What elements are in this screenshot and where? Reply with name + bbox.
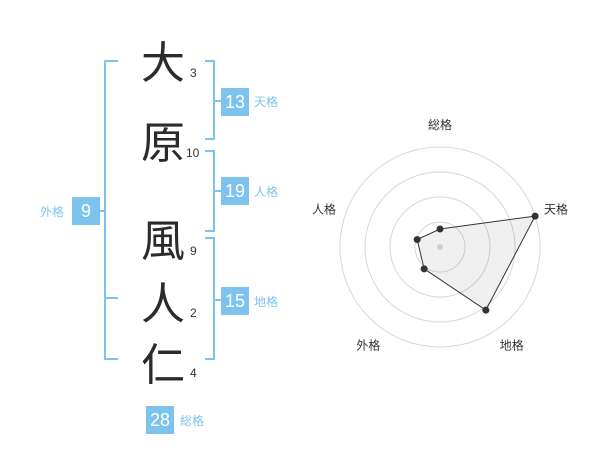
soukaku-value: 28 [146,406,174,434]
radar-ring-3 [364,171,516,323]
name-char-3: 風 [141,216,185,267]
radar-axis-label-1: 天格 [544,201,568,216]
jinkaku-bracket [205,150,215,232]
stroke-count-5: 4 [190,366,197,380]
radar-ring-1 [414,221,466,273]
radar-axis-label-4: 人格 [312,201,336,216]
radar-ring-2 [389,196,491,298]
radar-rings [339,146,541,348]
gaikaku-label: 外格 [40,205,65,219]
tenkaku-bracket [205,60,215,140]
stroke-count-2: 10 [186,146,200,160]
soukaku-label: 総格 [180,414,205,428]
radar-point-4 [413,236,421,244]
tenkaku-label: 天格 [254,95,279,109]
name-char-2: 原 [141,118,185,169]
jinkaku-value: 19 [221,177,249,205]
radar-point-3 [420,265,428,273]
radar-axis-label-0: 総格 [428,117,452,132]
radar-point-0 [436,225,444,233]
name-char-1: 大 [141,38,185,89]
radar-center-dot [437,244,443,250]
radar-points [413,212,539,314]
chikaku-label: 地格 [254,295,279,309]
jinkaku-label: 人格 [254,185,279,199]
stroke-count-1: 3 [190,66,197,80]
radar-point-1 [531,212,539,220]
gaikaku-value: 9 [72,197,100,225]
chikaku-bracket [205,237,215,360]
stroke-count-3: 9 [190,244,197,258]
gaikaku-bracket [104,60,118,360]
name-char-5: 仁 [141,340,185,391]
radar-axis-label-2: 地格 [500,338,524,353]
radar-polygon [416,215,536,311]
radar-point-2 [482,306,490,314]
radar-axis-label-3: 外格 [356,338,380,353]
radar-ring-4 [339,146,541,348]
bracket-lines [98,60,222,360]
stroke-count-4: 2 [190,306,197,320]
tenkaku-value: 13 [221,88,249,116]
name-char-4: 人 [141,279,185,330]
chikaku-value: 15 [221,287,249,315]
